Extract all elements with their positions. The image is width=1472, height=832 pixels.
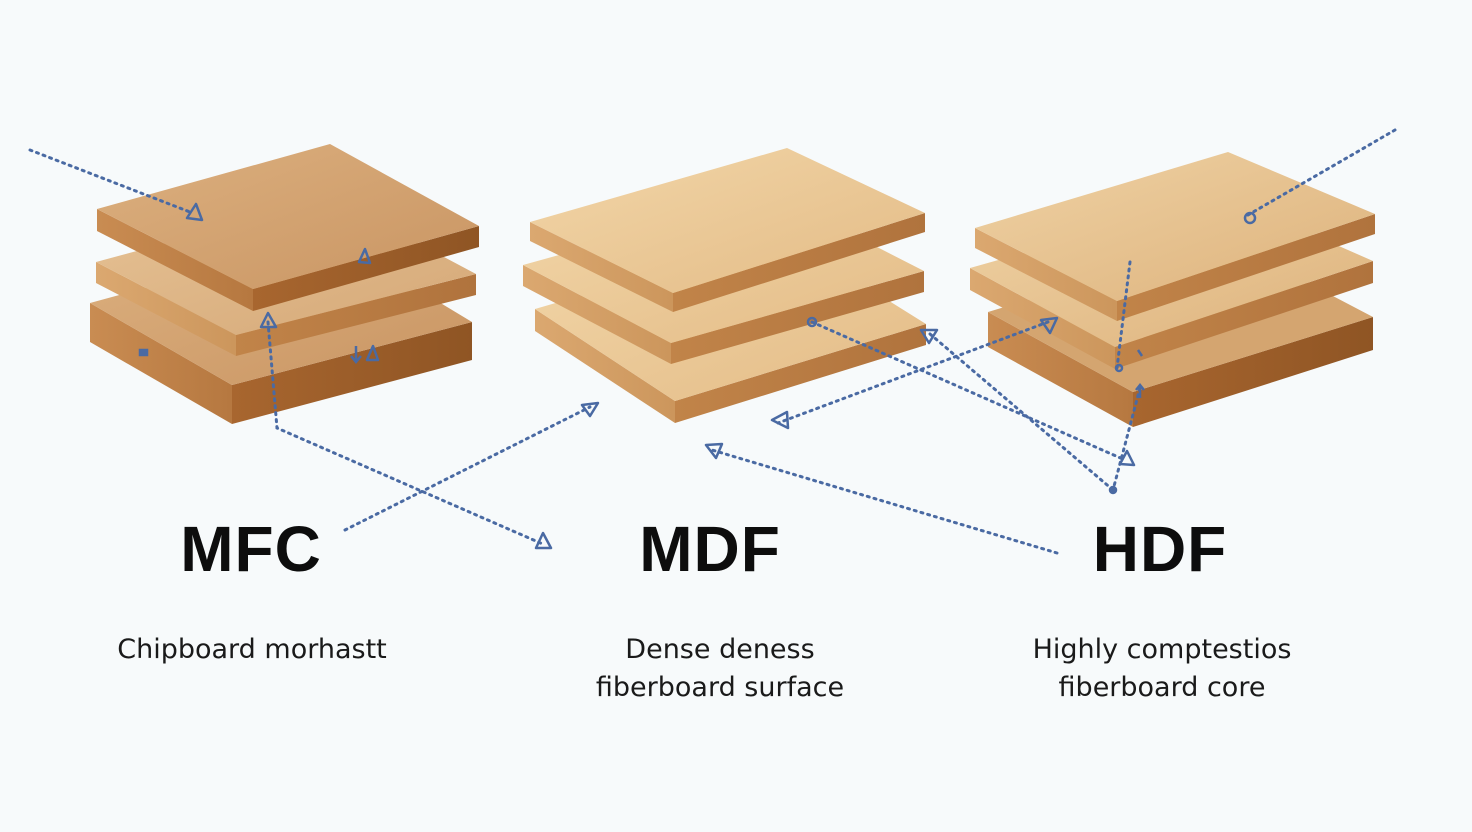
arrowhead-icon: [704, 442, 724, 460]
small-marker-icon: [138, 348, 149, 357]
connector-lines: [28, 128, 1397, 555]
arrowhead-icon: [770, 410, 790, 430]
arrowhead-icon: [259, 311, 278, 329]
connector-line: [28, 148, 192, 214]
arrowhead-icon: [1118, 449, 1136, 467]
hdf-description: Highly comptestios fiberboard core: [992, 631, 1332, 707]
mfc-description-line: Chipboard morhastt: [117, 634, 387, 665]
hdf-title: HDF: [1092, 513, 1228, 585]
arrowhead-icon: [1039, 316, 1059, 335]
arrowhead-icon: [534, 531, 553, 550]
mfc-title: MFC: [180, 513, 322, 585]
mfc-description: Chipboard morhastt: [82, 631, 422, 669]
small-arrow-icon: [1135, 382, 1145, 398]
arrowhead-icon: [357, 247, 372, 265]
endpoint-dot-icon: [1108, 485, 1118, 495]
connector-line: [710, 448, 1059, 555]
connector-line: [266, 320, 547, 547]
mdf-description: Dense deness fiberboard surfaсe: [550, 631, 890, 707]
hdf-layer-top: [975, 152, 1375, 321]
arrowhead-icon: [365, 344, 380, 362]
arrowhead-icon: [919, 328, 939, 345]
hdf-board-stack: [970, 152, 1375, 427]
mdf-board-stack: [523, 148, 926, 423]
small-arrow-icon: [1136, 349, 1144, 357]
connector-line: [776, 320, 1050, 425]
mfc-layer-top: [97, 144, 479, 311]
small-arrow-icon: [350, 346, 362, 364]
connector-line: [928, 332, 1115, 492]
endpoint-dot-icon: [1243, 211, 1257, 225]
mfc-board-stack: [90, 144, 479, 424]
connector-line: [1246, 128, 1397, 217]
arrowhead-icon: [185, 202, 204, 222]
endpoint-dot-icon: [1114, 363, 1124, 373]
connector-line: [810, 320, 1127, 462]
mdf-description-line: fiberboard surfaсe: [595, 672, 845, 703]
arrowhead-icon: [580, 401, 600, 418]
mdf-layer-top: [530, 148, 925, 312]
mdf-title: MDF: [639, 513, 781, 585]
endpoint-dot-icon: [806, 316, 818, 328]
endpoint-markers: [138, 211, 1257, 495]
hdf-description-line: Highly comptestios: [1032, 634, 1292, 665]
arrowheads: [185, 202, 1136, 550]
hdf-description-line: fiberboard core: [1058, 672, 1266, 703]
mdf-description-line: Dense deness: [625, 634, 815, 665]
